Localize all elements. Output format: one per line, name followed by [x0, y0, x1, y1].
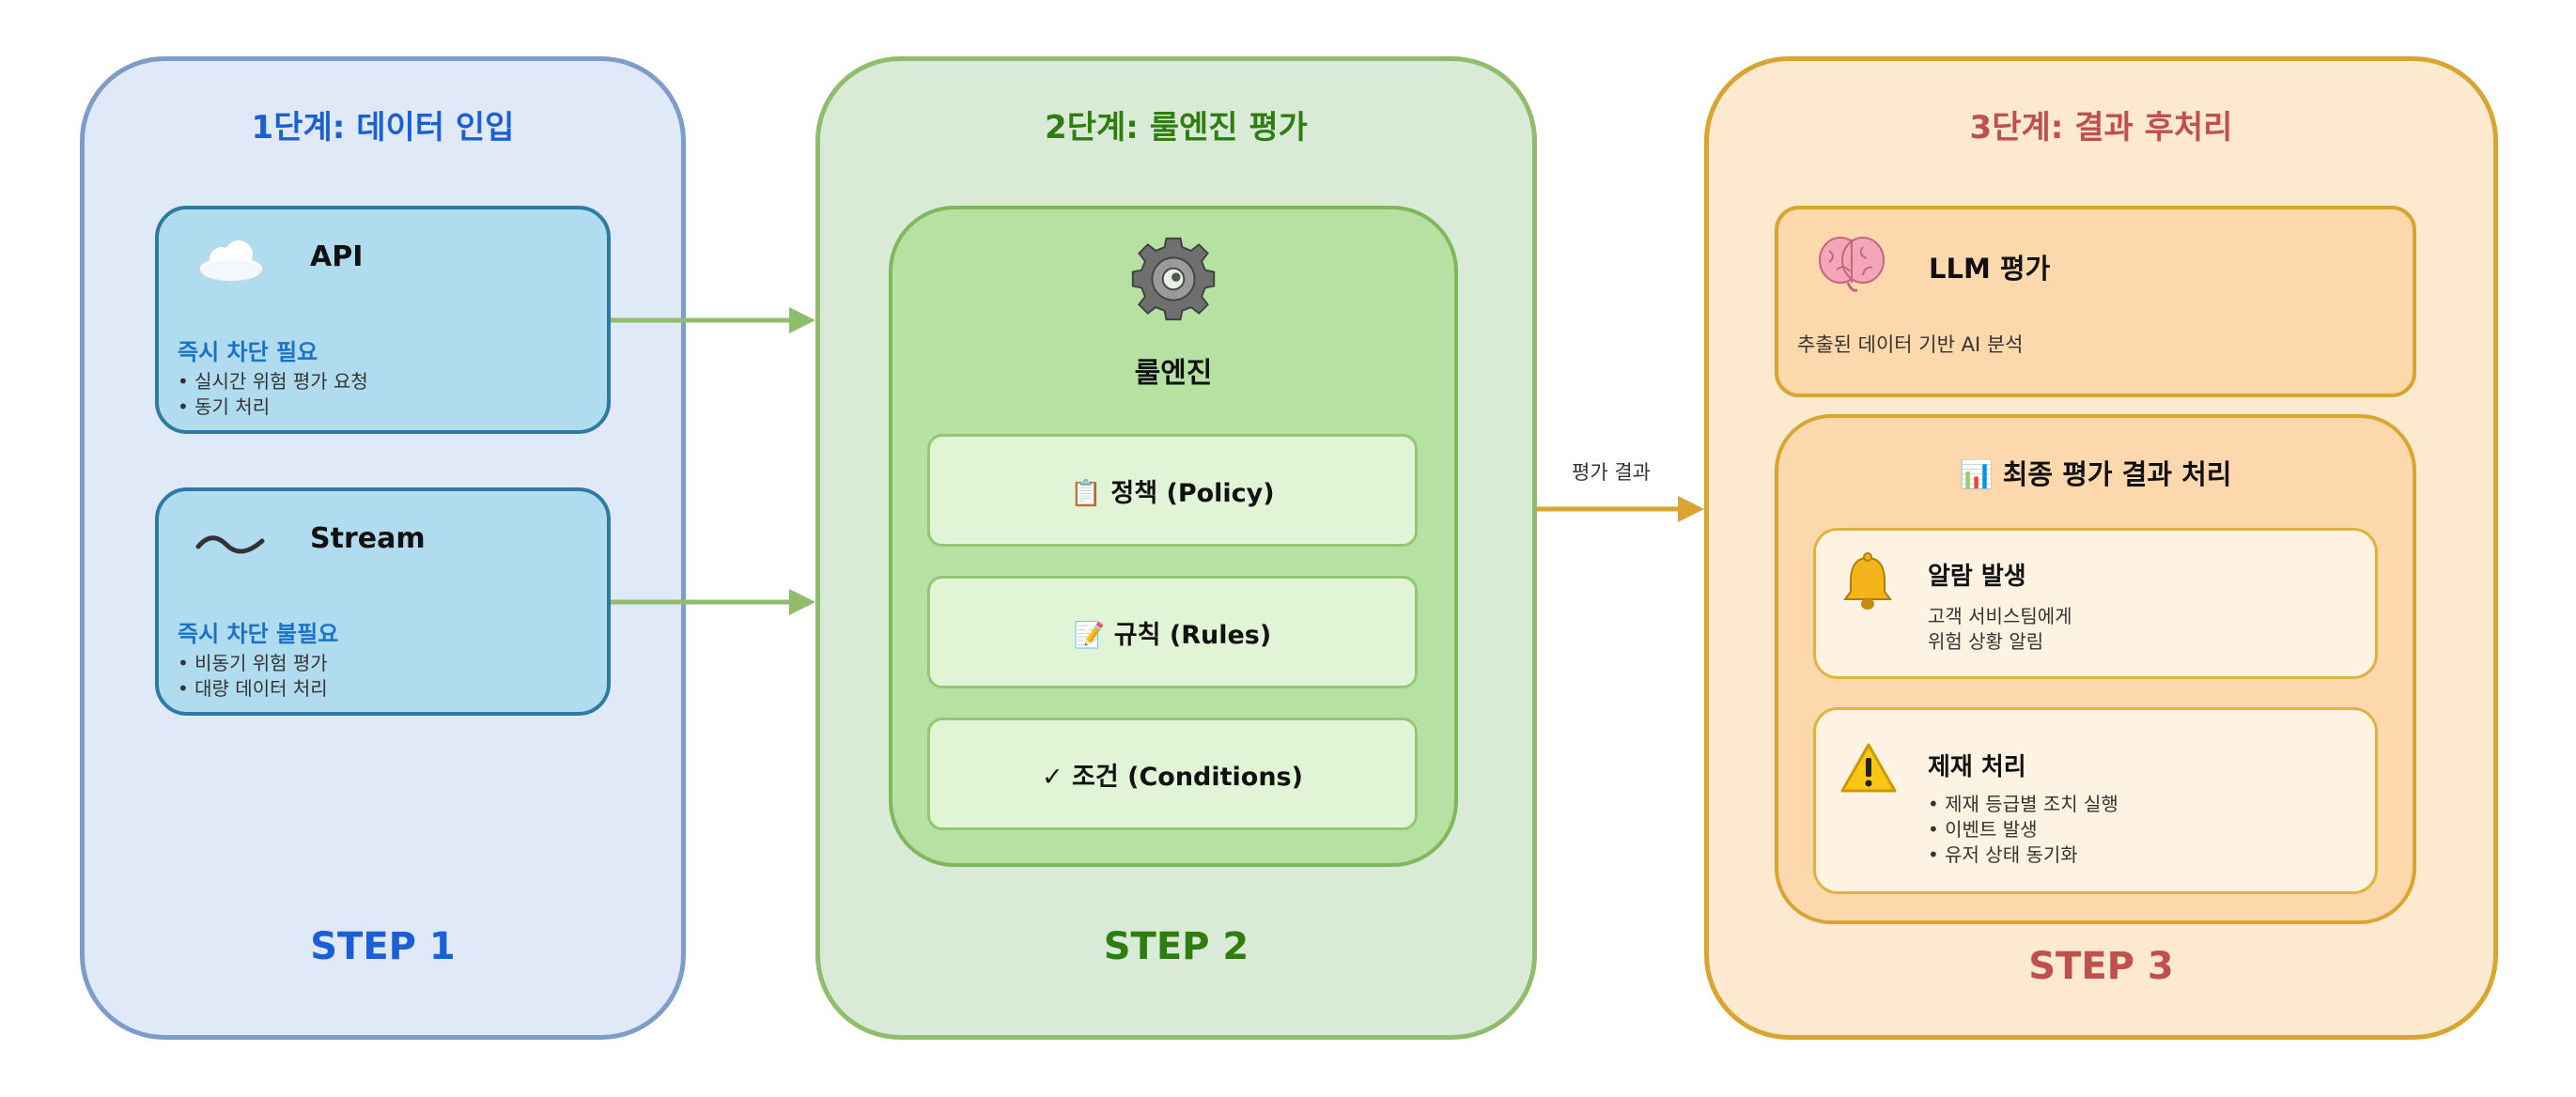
rules-box[interactable]: 📝 규칙 (Rules): [927, 576, 1418, 688]
sanction-line: • 유저 상태 동기화: [1928, 843, 2078, 866]
bell-icon: [1843, 552, 1892, 610]
alarm-card[interactable]: [1813, 528, 2378, 679]
stream-bullet: • 비동기 위험 평가: [178, 652, 328, 674]
engine-label: 룰엔진: [1134, 357, 1213, 390]
step-2-label: STEP 2: [1103, 925, 1249, 968]
stage-1-title: 1단계: 데이터 인입: [251, 109, 515, 147]
api-bullet: • 동기 처리: [178, 395, 271, 418]
api-title: API: [310, 240, 364, 273]
llm-text: 추출된 데이터 기반 AI 분석: [1797, 333, 2024, 356]
sanction-text: • 제재 등급별 조치 실행 • 이벤트 발생 • 유저 상태 동기화: [1928, 792, 2118, 868]
stream-title: Stream: [310, 522, 426, 555]
policy-box[interactable]: 📋 정책 (Policy): [927, 434, 1418, 547]
conditions-box[interactable]: ✓ 조건 (Conditions): [927, 718, 1418, 830]
alarm-title: 알람 발생: [1928, 563, 2026, 591]
stream-to-engine-arrow: [611, 589, 815, 615]
llm-card[interactable]: [1775, 206, 2416, 397]
alarm-text: 고객 서비스팀에게 위험 상황 알림: [1928, 604, 2072, 655]
stage-3-title: 3단계: 결과 후처리: [1969, 109, 2233, 147]
step-1-label: STEP 1: [310, 925, 456, 968]
api-to-engine-arrow: [611, 307, 815, 333]
step-3-label: STEP 3: [2028, 945, 2174, 988]
cloud-icon: [198, 240, 264, 282]
llm-title: LLM 평가: [1929, 253, 2051, 285]
alarm-line: 고객 서비스팀에게: [1928, 605, 2072, 627]
alarm-line: 위험 상황 알림: [1928, 630, 2044, 653]
sanction-line: • 제재 등급별 조치 실행: [1928, 793, 2118, 815]
stream-subtitle: 즉시 차단 불필요: [178, 621, 339, 647]
stage-2-title: 2단계: 룰엔진 평가: [1045, 109, 1308, 147]
stream-bullet: • 대량 데이터 처리: [178, 677, 328, 700]
api-card[interactable]: [155, 206, 611, 434]
engine-to-result-arrow: [1537, 496, 1704, 522]
sanction-card[interactable]: [1813, 707, 2378, 894]
api-bullet: • 실시간 위험 평가 요청: [178, 370, 368, 393]
stream-bullets: • 비동기 위험 평가 • 대량 데이터 처리: [178, 651, 328, 702]
final-result-title: 📊 최종 평가 결과 처리: [1959, 458, 2232, 490]
brain-icon: [1819, 237, 1885, 292]
gear-icon: [1131, 237, 1216, 321]
api-subtitle: 즉시 차단 필요: [178, 339, 318, 365]
sanction-line: • 이벤트 발생: [1928, 818, 2038, 841]
api-bullets: • 실시간 위험 평가 요청 • 동기 처리: [178, 369, 368, 420]
connector-label: 평가 결과: [1572, 461, 1651, 484]
sanction-title: 제재 처리: [1928, 753, 2026, 781]
wave-icon: [195, 535, 265, 554]
stream-card[interactable]: [155, 487, 611, 716]
warning-icon: [1840, 743, 1897, 793]
